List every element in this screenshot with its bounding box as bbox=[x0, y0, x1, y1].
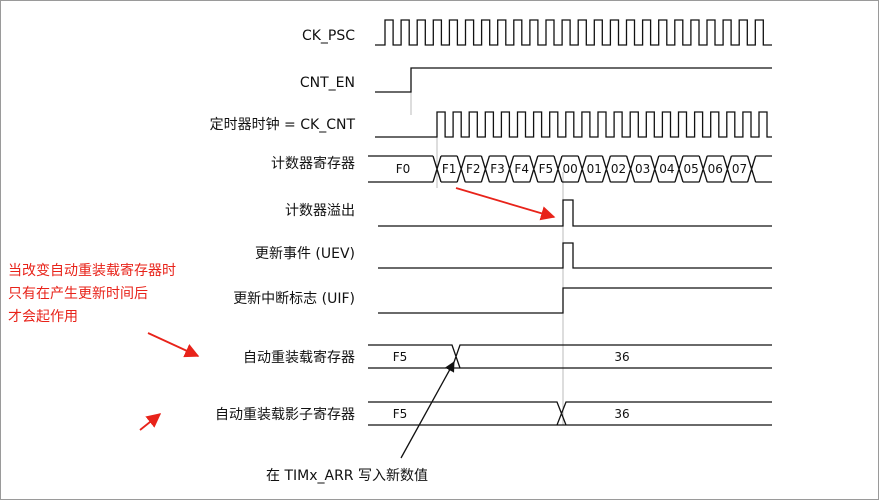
label-ck-psc: CK_PSC bbox=[302, 28, 355, 44]
arr-value-new: 36 bbox=[614, 350, 629, 364]
arr-value-old: F5 bbox=[393, 350, 408, 364]
label-counter-register: 计数器寄存器 bbox=[271, 155, 355, 172]
write-new-value-label: 在 TIMx_ARR 写入新数值 bbox=[266, 468, 428, 484]
note-line-1: 当改变自动重装载寄存器时 bbox=[8, 262, 176, 279]
note-line-3: 才会起作用 bbox=[8, 309, 78, 325]
counter-value: 01 bbox=[587, 162, 602, 176]
waveform-update-interrupt-flag bbox=[378, 287, 772, 314]
note-line-2: 只有在产生更新时间后 bbox=[8, 286, 148, 302]
red-arrow-arr bbox=[147, 332, 200, 358]
counter-value: 07 bbox=[732, 162, 747, 176]
counter-value: F5 bbox=[539, 162, 554, 176]
bus-auto-reload-register: F5 36 bbox=[368, 344, 772, 369]
bus-counter-register: F0 F1 F2 F3 F4 F5 00 01 02 03 04 05 06 07 bbox=[368, 155, 772, 183]
counter-value: F1 bbox=[442, 162, 457, 176]
label-ck-cnt: 定时器时钟 = CK_CNT bbox=[210, 116, 356, 133]
counter-value: 06 bbox=[708, 162, 723, 176]
label-update-interrupt-flag: 更新中断标志 (UIF) bbox=[233, 291, 355, 307]
counter-value: 03 bbox=[635, 162, 650, 176]
counter-bus-outline bbox=[368, 155, 772, 183]
label-counter-overflow: 计数器溢出 bbox=[285, 203, 355, 219]
arr-shadow-value-old: F5 bbox=[393, 407, 408, 421]
counter-value: 00 bbox=[562, 162, 577, 176]
waveform-counter-overflow bbox=[378, 199, 772, 227]
arr-shadow-value-new: 36 bbox=[614, 407, 629, 421]
counter-value: F3 bbox=[490, 162, 505, 176]
counter-value: F0 bbox=[396, 162, 411, 176]
waveform-cnt-en bbox=[375, 67, 772, 93]
counter-value: 05 bbox=[683, 162, 698, 176]
counter-value: 04 bbox=[659, 162, 674, 176]
counter-value: 02 bbox=[611, 162, 626, 176]
bus-auto-reload-shadow-register: F5 36 bbox=[368, 401, 772, 426]
counter-value: F4 bbox=[514, 162, 529, 176]
waveform-update-event bbox=[378, 242, 772, 269]
waveform-ck-cnt bbox=[375, 111, 772, 138]
counter-value: F2 bbox=[466, 162, 481, 176]
red-arrow-overflow bbox=[455, 187, 556, 221]
black-arrow-write bbox=[400, 361, 455, 459]
red-arrow-arr-shadow bbox=[139, 413, 162, 431]
label-auto-reload-register: 自动重装载寄存器 bbox=[243, 349, 355, 366]
waveform-ck-psc bbox=[375, 19, 772, 46]
label-update-event: 更新事件 (UEV) bbox=[255, 246, 355, 262]
label-cnt-en: CNT_EN bbox=[300, 75, 355, 91]
label-auto-reload-shadow-register: 自动重装载影子寄存器 bbox=[215, 406, 355, 423]
